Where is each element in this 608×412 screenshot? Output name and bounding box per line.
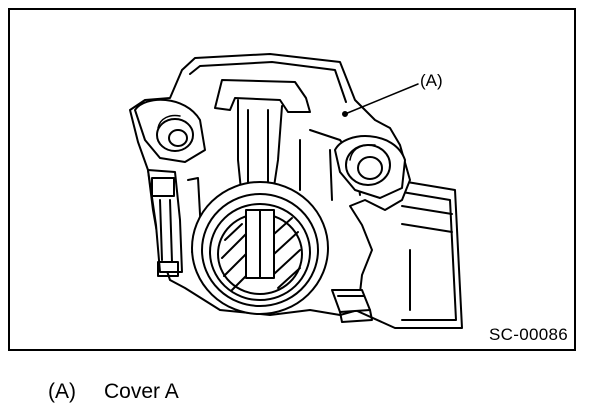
diagram-frame: (A) SC-00086	[8, 8, 576, 351]
bracket-plate	[354, 179, 463, 329]
legend-item: (A) Cover A	[48, 380, 179, 404]
bottom-tab	[331, 289, 373, 323]
left-side-clip	[147, 169, 203, 277]
legend-key: (A)	[48, 380, 76, 403]
figure-code: SC-00086	[489, 325, 568, 344]
callout-dot	[342, 111, 348, 117]
callout-label: (A)	[420, 71, 443, 90]
left-mounting-ear	[134, 98, 206, 163]
bearing-opening	[191, 181, 329, 315]
legend-text: Cover A	[104, 380, 179, 403]
right-mounting-ear	[334, 135, 406, 199]
callout-leader-line	[344, 83, 419, 115]
cover-illustration: (A)	[129, 53, 463, 329]
